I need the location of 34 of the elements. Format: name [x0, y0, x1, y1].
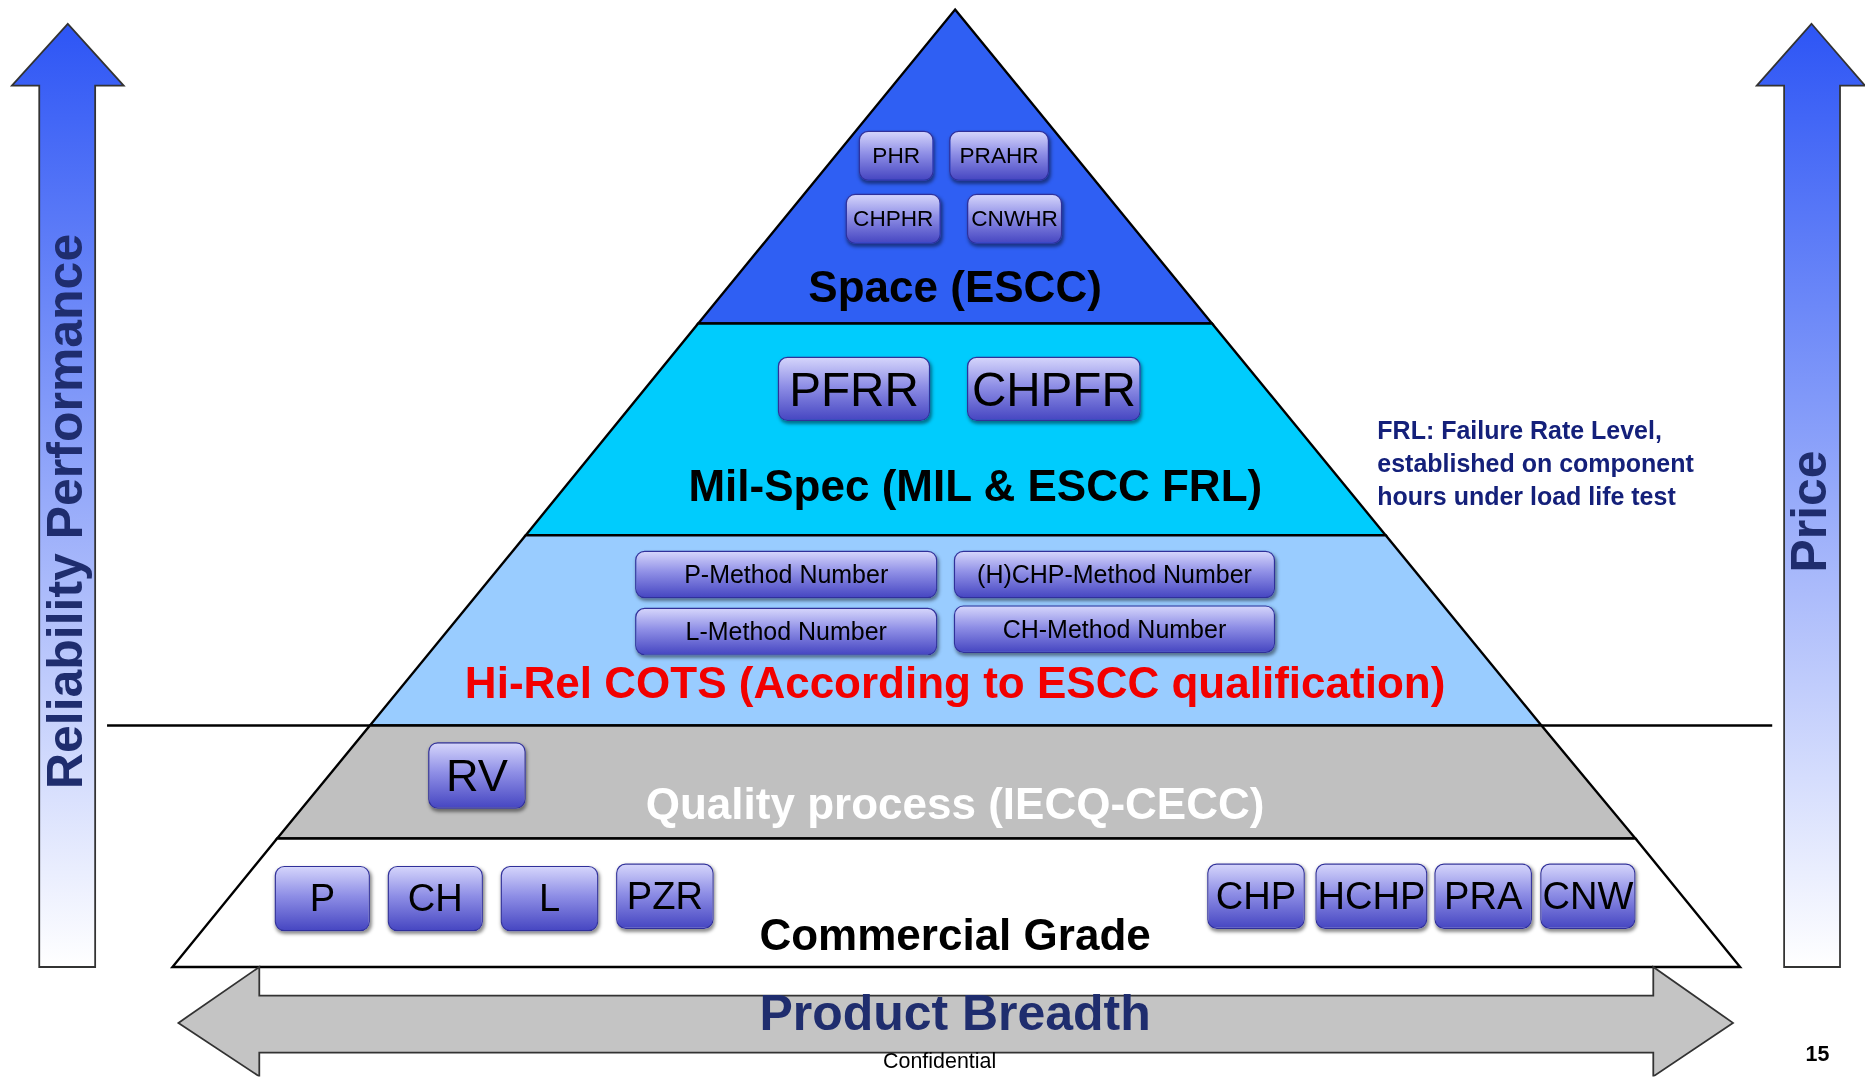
series-button: PRAHR — [949, 130, 1050, 181]
pyramid-tier — [172, 838, 1741, 967]
series-button: CH — [387, 865, 483, 932]
axis-label: Price — [1780, 450, 1838, 573]
series-button: P-Method Number — [635, 550, 938, 599]
axis-label: Reliability Performance — [36, 233, 94, 790]
series-button: PRA — [1434, 863, 1532, 929]
tier-title: Hi-Rel COTS (According to ESCC qualification) — [464, 660, 1446, 705]
series-button: PFRR — [777, 356, 931, 422]
footer-text: Confidential — [883, 1050, 997, 1072]
series-button: (H)CHP-Method Number — [953, 550, 1276, 599]
series-button: PZR — [616, 863, 714, 929]
series-button: L — [500, 865, 599, 932]
tier-title: Quality process (IECQ-CECC) — [645, 782, 1265, 827]
series-button: CHP — [1207, 863, 1305, 929]
pyramid-tier — [277, 725, 1636, 839]
series-button: CH-Method Number — [953, 605, 1276, 653]
page-number: 15 — [1805, 1041, 1830, 1067]
axis-label: Product Breadth — [759, 984, 1151, 1042]
series-button: HCHP — [1315, 863, 1428, 929]
tier-title: Commercial Grade — [759, 912, 1151, 957]
series-button: L-Method Number — [635, 607, 938, 656]
series-button: CHPHR — [845, 193, 941, 244]
tier-title: Mil-Spec (MIL & ESCC FRL) — [688, 464, 1263, 509]
series-button: CNW — [1540, 863, 1636, 929]
series-button: P — [274, 865, 370, 932]
series-button: PHR — [858, 130, 934, 181]
series-button: CHPFR — [967, 356, 1141, 422]
pyramid-tier — [698, 9, 1212, 324]
tier-title: Space (ESCC) — [808, 264, 1102, 309]
note-text: FRL: Failure Rate Level, established on component hours under load life test — [1377, 415, 1695, 513]
series-button: RV — [428, 742, 526, 809]
pyramid-tier — [369, 535, 1542, 726]
series-button: CNWHR — [967, 193, 1063, 244]
